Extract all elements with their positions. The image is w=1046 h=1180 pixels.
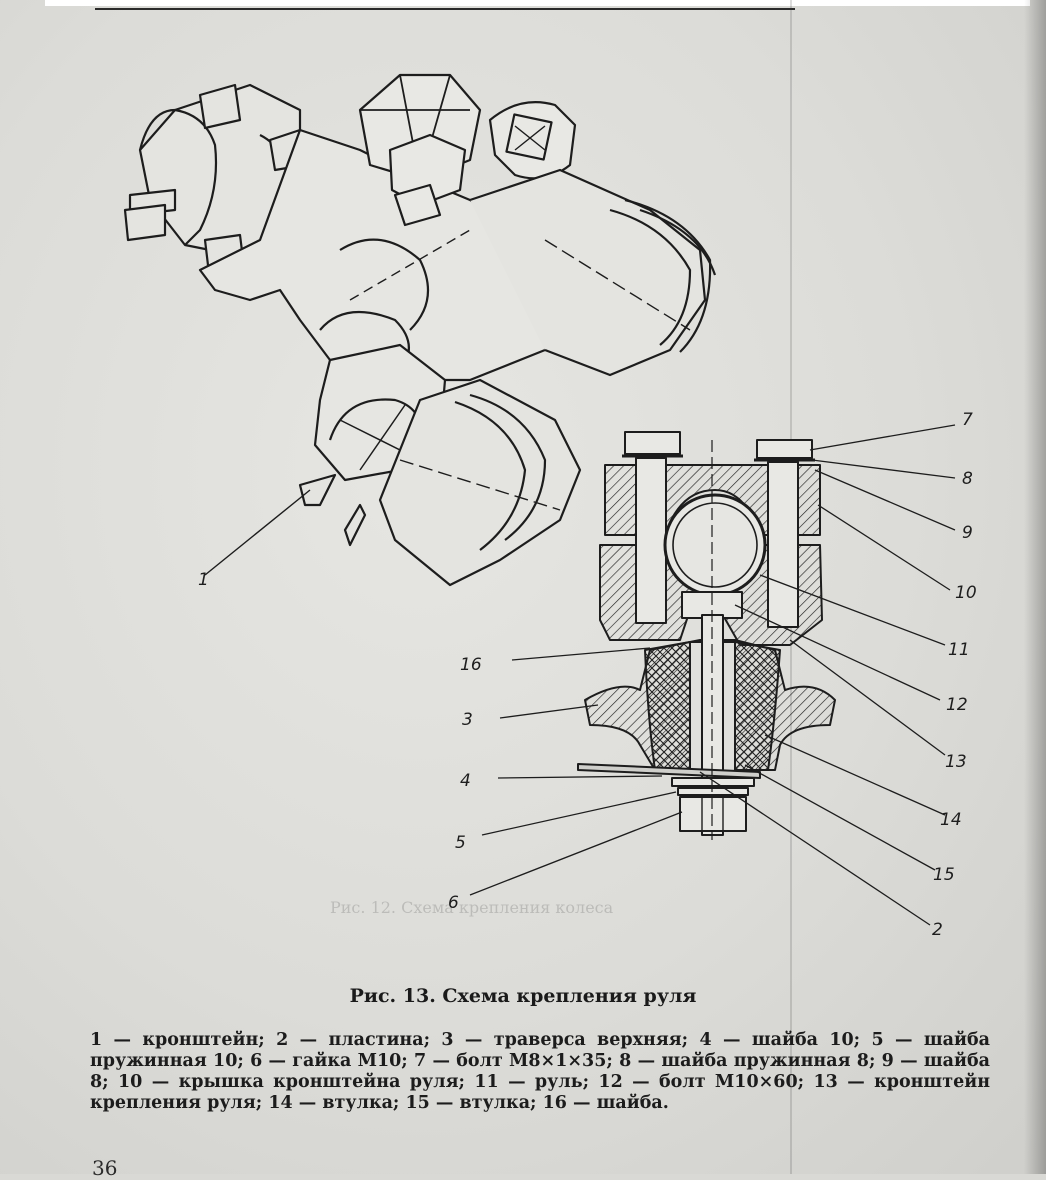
callout-6: 6 [448,893,459,913]
callout-8: 8 [962,469,973,489]
steering-mount-drawing: 1 2 3 4 5 6 7 8 9 10 11 12 13 14 15 16 [123,73,977,940]
scan-border [45,0,1030,6]
leader-lines [469,424,956,926]
callout-15: 15 [933,865,955,885]
callout-14: 14 [940,810,962,830]
callout-7: 7 [962,410,973,430]
callout-3: 3 [462,710,473,730]
callout-12: 12 [946,695,968,715]
isometric-view [123,73,717,587]
figure-title: Рис. 13. Схема крепления руля [349,985,697,1007]
callout-10: 10 [955,583,977,603]
callout-1: 1 [198,570,209,590]
callout-labels: 1 2 3 4 5 6 7 8 9 10 11 12 13 14 15 16 [198,410,977,940]
page-edge-shadow [1024,0,1046,1174]
callout-5: 5 [455,833,466,853]
callout-13: 13 [945,752,967,772]
callout-2: 2 [932,920,943,940]
callout-4: 4 [460,771,471,791]
header-rule [95,8,795,10]
bleed-through-caption: Рис. 12. Схема крепления колеса [330,898,614,917]
page-number: 36 [92,1156,118,1180]
figure-legend: 1 — кронштейн; 2 — пластина; 3 — траверс… [90,1030,990,1113]
callout-11: 11 [948,640,970,660]
section-view [577,431,836,840]
callout-16: 16 [460,655,482,675]
callout-9: 9 [962,523,973,543]
